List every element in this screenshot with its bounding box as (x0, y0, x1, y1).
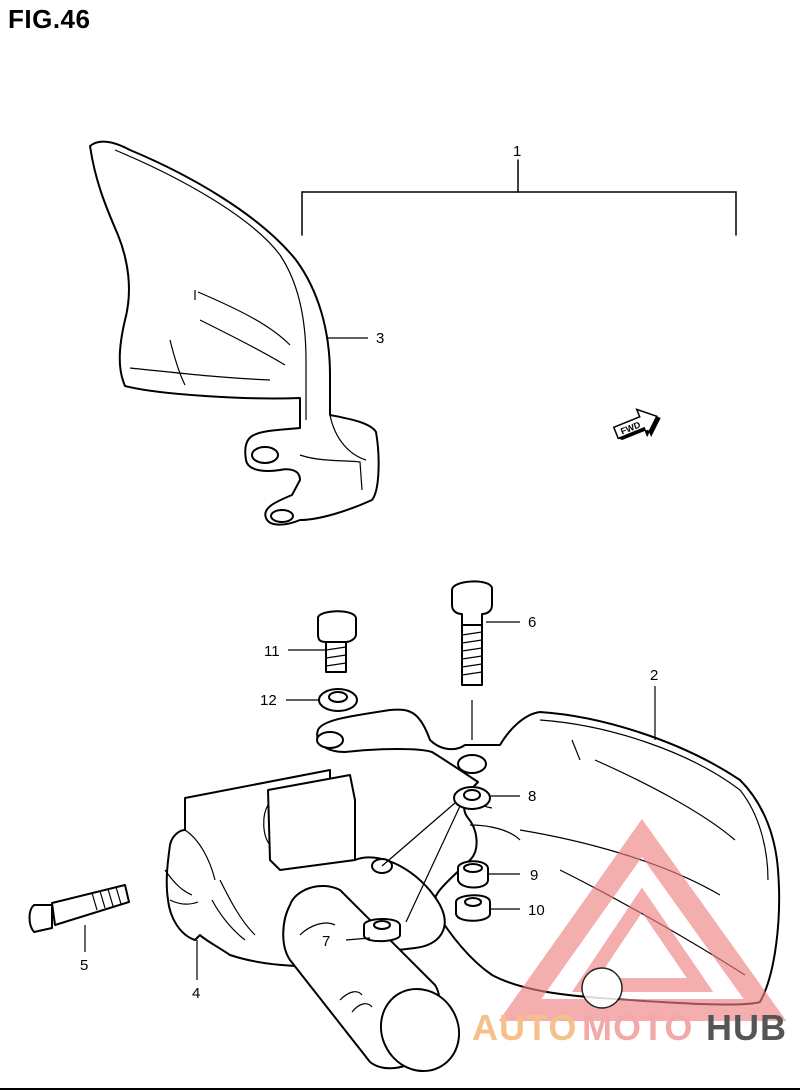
throttle-housing-4[interactable] (164, 769, 446, 980)
watermark-logo-icon (498, 819, 787, 1021)
collar-8[interactable] (405, 786, 520, 923)
callout-10[interactable]: 10 (528, 902, 545, 919)
spacer-9[interactable] (457, 860, 520, 889)
bolt-6[interactable] (451, 580, 520, 686)
callout-2[interactable]: 2 (650, 667, 658, 684)
watermark-text: AUTO MOTO HUB (472, 1007, 787, 1048)
figure-title: FIG.46 (8, 4, 91, 34)
callout-5[interactable]: 5 (80, 957, 88, 974)
watermark-auto: AUTO (472, 1007, 577, 1048)
callout-1[interactable]: 1 (513, 143, 521, 160)
callout-9[interactable]: 9 (530, 867, 538, 884)
callout-11[interactable]: 11 (264, 643, 280, 660)
callout-7[interactable]: 7 (322, 933, 330, 950)
nut-10[interactable] (455, 894, 520, 922)
callout-3[interactable]: 3 (376, 330, 384, 347)
hand-guard-upper[interactable] (89, 140, 380, 526)
throttle-grip[interactable] (282, 885, 474, 1085)
callout-4[interactable]: 4 (192, 985, 200, 1002)
bolt-5[interactable] (28, 884, 130, 952)
fwd-arrow-icon: FWD (612, 408, 661, 441)
callout-8[interactable]: 8 (528, 788, 536, 805)
callout-12[interactable]: 12 (260, 692, 277, 709)
bolt-11[interactable] (288, 610, 357, 673)
callout-6[interactable]: 6 (528, 614, 536, 631)
collar-12[interactable] (286, 688, 358, 712)
watermark-hub: HUB (706, 1007, 787, 1048)
watermark-moto: MOTO (582, 1007, 693, 1048)
assembly-bracket-1 (301, 159, 737, 236)
